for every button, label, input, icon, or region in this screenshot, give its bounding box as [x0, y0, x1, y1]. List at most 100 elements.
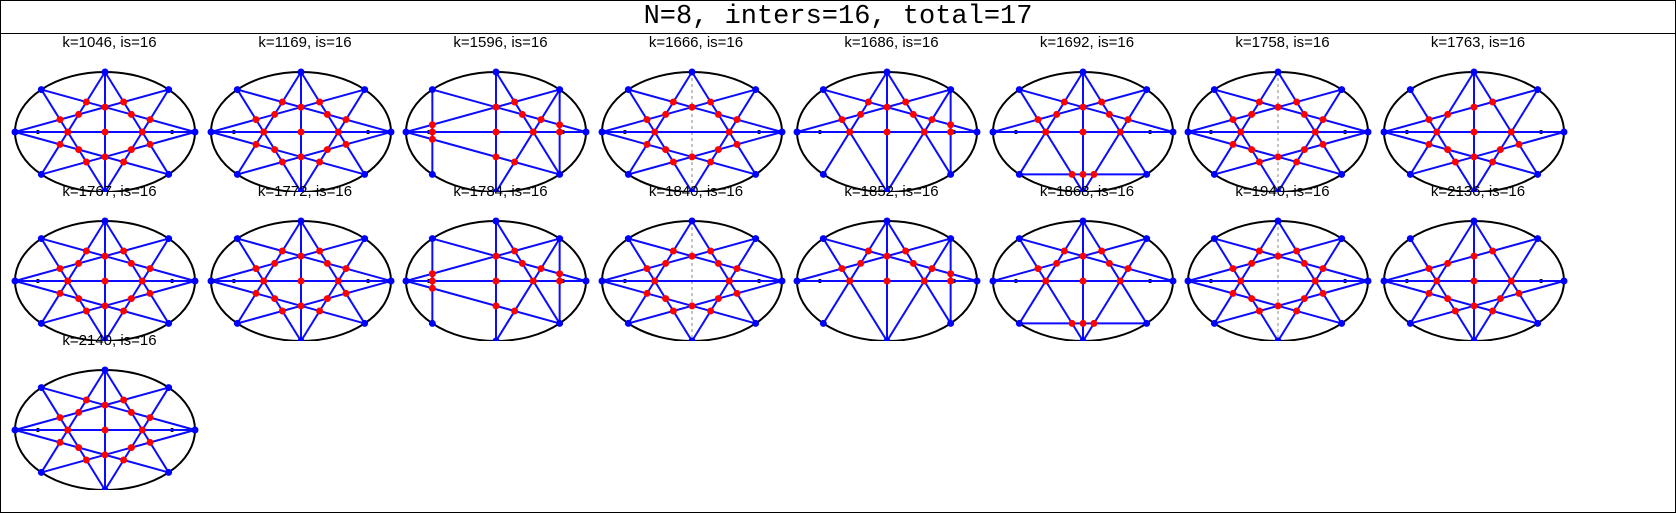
- intersection-point: [1425, 289, 1432, 297]
- vertex-point: [989, 277, 996, 285]
- vertex-point: [1560, 128, 1567, 136]
- vertex-point: [360, 170, 368, 178]
- intersection-point: [1105, 110, 1113, 118]
- chord: [1409, 280, 1564, 325]
- intersection-point: [297, 252, 304, 260]
- chord: [236, 238, 302, 341]
- vertex-point: [1380, 277, 1387, 285]
- intersection-point: [883, 103, 891, 111]
- panel-label: k=2136, is=16: [1430, 183, 1526, 200]
- intersection-point: [1041, 277, 1049, 285]
- vertex-point: [360, 235, 368, 243]
- chord: [822, 71, 888, 175]
- intersection-point: [857, 110, 865, 118]
- intersection-point: [127, 146, 135, 154]
- intersection-point: [1300, 295, 1308, 303]
- vertex-point: [165, 319, 173, 327]
- intersection-point: [492, 128, 500, 136]
- intersection-point: [1052, 110, 1060, 118]
- intersection-point: [1060, 98, 1068, 106]
- ellipse-diagram: [402, 68, 590, 192]
- vertex-point: [402, 128, 410, 136]
- intersection-point: [1255, 307, 1263, 315]
- intersection-point: [259, 277, 267, 285]
- intersection-point: [643, 140, 650, 148]
- vertex-point: [191, 426, 199, 434]
- chord: [690, 220, 756, 324]
- chord: [299, 220, 365, 324]
- diagram-panel: k=1763, is=16: [1374, 34, 1583, 192]
- intersection-point: [902, 98, 910, 106]
- intersection-point: [101, 451, 109, 459]
- intersection-point: [1255, 158, 1263, 166]
- vertex-point: [492, 217, 500, 225]
- vertex-point: [387, 128, 394, 136]
- vertex-point: [1015, 235, 1023, 243]
- chord: [14, 280, 169, 325]
- intersection-point: [138, 426, 146, 434]
- chord: [495, 89, 561, 192]
- diagram-panel: k=1852, is=16: [787, 183, 996, 341]
- diagram-panel: k=1940, is=16: [1178, 183, 1387, 341]
- intersection-point: [323, 146, 331, 154]
- chord: [210, 88, 365, 133]
- intersection-point: [1443, 146, 1451, 154]
- vertex-point: [207, 128, 214, 136]
- intersection-point: [323, 259, 331, 267]
- chord: [1187, 131, 1342, 176]
- vertex-point: [688, 188, 695, 192]
- intersection-point: [688, 252, 695, 260]
- intersection-point: [297, 103, 304, 111]
- intersection-point: [650, 277, 658, 285]
- chord: [1472, 220, 1538, 324]
- vertex-point: [165, 170, 173, 178]
- chord: [886, 220, 952, 324]
- intersection-point: [1229, 140, 1237, 148]
- intersection-point: [902, 247, 910, 255]
- vertex-point: [1142, 86, 1150, 94]
- vertex-point: [37, 319, 45, 327]
- intersection-point: [1274, 153, 1282, 161]
- vertex-point: [1364, 128, 1372, 136]
- intersection-point: [492, 153, 500, 161]
- intersection-point: [883, 128, 891, 136]
- intersection-point: [259, 128, 267, 136]
- vertex-point: [1406, 319, 1414, 327]
- ellipse-diagram: [598, 68, 785, 192]
- intersection-point: [1293, 158, 1301, 166]
- intersection-point: [1052, 259, 1060, 267]
- chord: [210, 237, 365, 282]
- diagram-panel: k=1758, is=16: [1178, 34, 1387, 192]
- intersection-point: [1300, 259, 1308, 267]
- intersection-point: [1488, 98, 1496, 106]
- vertex-point: [582, 277, 590, 285]
- vertex-point: [233, 170, 241, 178]
- vertex-point: [751, 319, 759, 327]
- intersection-point: [846, 277, 854, 285]
- intersection-point: [643, 265, 650, 273]
- intersection-point: [947, 270, 955, 278]
- intersection-point: [334, 128, 342, 136]
- chord: [236, 131, 391, 176]
- intersection-point: [101, 153, 109, 161]
- chord: [104, 387, 170, 490]
- vertex-point: [37, 170, 45, 178]
- panel-label: k=1767, is=16: [62, 183, 157, 200]
- vertex-point: [819, 170, 827, 178]
- vertex-point: [819, 235, 827, 243]
- intersection-point: [428, 135, 436, 143]
- intersection-point: [252, 265, 259, 273]
- intersection-point: [661, 146, 669, 154]
- intersection-point: [688, 103, 695, 111]
- chord: [41, 429, 196, 474]
- panel-label: k=1868, is=16: [1039, 183, 1135, 200]
- intersection-point: [1451, 307, 1459, 315]
- vertex-point: [1406, 170, 1414, 178]
- intersection-point: [278, 307, 286, 315]
- vertex-point: [101, 486, 109, 490]
- chord: [690, 238, 756, 341]
- intersection-point: [1470, 277, 1477, 285]
- chord: [1018, 71, 1084, 175]
- diagram-panel: k=1666, is=16: [592, 34, 801, 192]
- intersection-point: [1470, 103, 1477, 111]
